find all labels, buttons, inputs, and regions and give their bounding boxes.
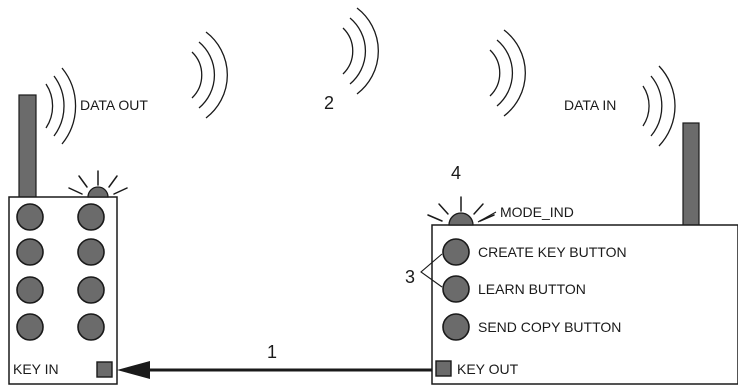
left-led-icon <box>68 170 128 198</box>
callout-3: 3 <box>405 267 415 287</box>
right-led-icon <box>427 196 495 226</box>
callout-4: 4 <box>451 163 461 183</box>
left-button-r1c1[interactable] <box>16 203 44 231</box>
left-button-r2c1[interactable] <box>16 238 44 266</box>
data-out-label: DATA OUT <box>80 97 148 113</box>
left-button-r4c1[interactable] <box>16 313 44 341</box>
left-device: KEY IN <box>8 94 128 385</box>
radio-wave-icon-data-out <box>191 31 228 119</box>
mode-ind-label: MODE_IND <box>500 204 574 220</box>
radio-wave-icon-middle <box>342 7 379 95</box>
mode-ind-leader <box>477 211 497 223</box>
callout-1: 1 <box>267 342 277 362</box>
learn-button[interactable] <box>442 275 470 303</box>
left-button-r2c2[interactable] <box>77 238 105 266</box>
left-button-r1c2[interactable] <box>77 203 105 231</box>
left-button-r3c1[interactable] <box>16 276 44 304</box>
key-out-port-icon <box>435 360 452 377</box>
create-key-button[interactable] <box>442 238 470 266</box>
arrow-left-icon <box>117 361 150 379</box>
right-device: CREATE KEY BUTTON LEARN BUTTON SEND COPY… <box>427 122 738 385</box>
left-button-r4c2[interactable] <box>77 313 105 341</box>
callout-2: 2 <box>324 93 334 113</box>
key-out-label: KEY OUT <box>457 361 519 377</box>
create-key-button-label: CREATE KEY BUTTON <box>478 244 627 260</box>
data-in-label: DATA IN <box>564 97 616 113</box>
key-transfer-arrow <box>117 361 432 379</box>
right-antenna-icon <box>682 122 700 227</box>
left-button-grid <box>16 203 105 341</box>
key-in-port-icon <box>96 361 113 378</box>
key-in-label: KEY IN <box>13 361 59 377</box>
learn-button-label: LEARN BUTTON <box>478 281 586 297</box>
send-copy-button[interactable] <box>442 313 470 341</box>
send-copy-button-label: SEND COPY BUTTON <box>478 319 621 335</box>
radio-wave-icon-right-center <box>489 29 526 117</box>
left-button-r3c2[interactable] <box>77 276 105 304</box>
radio-wave-icon-left-antenna <box>45 67 77 145</box>
radio-wave-icon-right-antenna <box>642 65 676 147</box>
left-antenna-icon <box>18 94 37 199</box>
callout-3-bracket <box>420 253 443 288</box>
right-device-body <box>431 224 738 385</box>
